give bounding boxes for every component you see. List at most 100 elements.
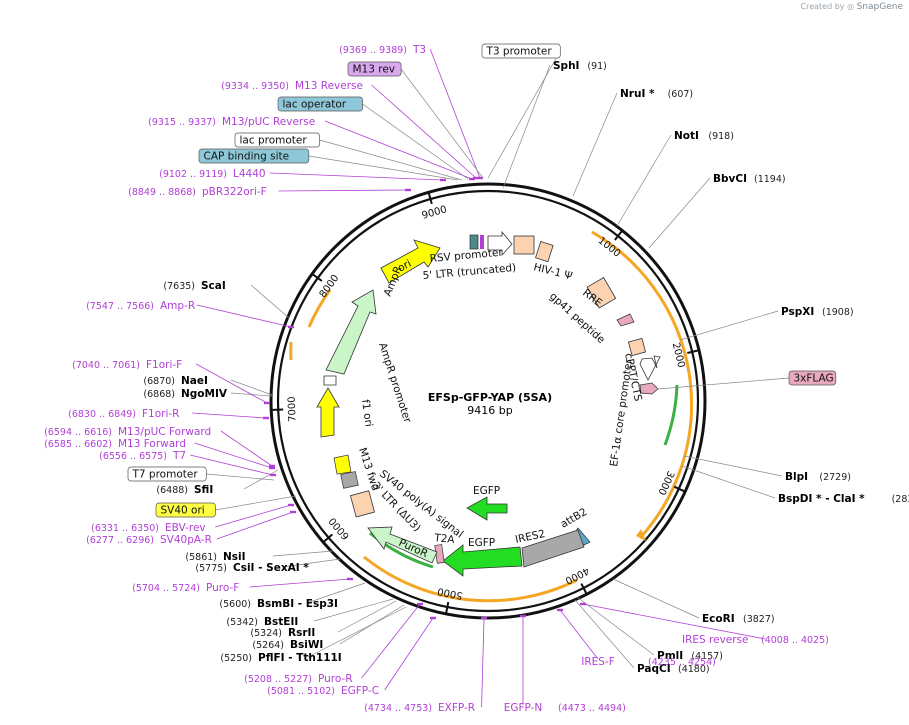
primer-leader-line — [269, 172, 444, 181]
site-leader-line — [306, 582, 366, 604]
primer-name: EBV-rev — [165, 522, 206, 534]
primer-leader-line — [249, 578, 351, 588]
ires2-block — [521, 529, 585, 568]
primer-leader-line — [215, 504, 292, 528]
feature-box-label: CAP binding site — [204, 151, 290, 163]
site-name: BstEII — [264, 616, 298, 628]
primer-leader-line — [196, 304, 292, 328]
primer-tick — [288, 325, 294, 329]
primer-leader-line — [192, 412, 267, 419]
primer-range: (6585 .. 6602) — [44, 439, 112, 450]
amp-orange-arc — [307, 289, 332, 328]
feature-label-f1ori: f1 ori — [359, 399, 375, 428]
feature-label-amp-promoter: AmpR promoter — [376, 341, 413, 425]
feature-box-label: SV40 ori — [161, 505, 205, 517]
box-leader-line — [400, 68, 484, 179]
primer-name: Puro-F — [206, 582, 239, 594]
feature-label-ori: ori — [396, 258, 414, 275]
primer-name: IRES-F — [581, 656, 615, 668]
site-leader-line — [337, 600, 397, 633]
m13fwd-arrow — [333, 454, 352, 475]
primer-range: (7040 .. 7061) — [72, 360, 140, 371]
primer-leader-line — [220, 430, 273, 467]
site-position: (6870) — [143, 376, 175, 387]
ef1a-orange-arc — [591, 230, 694, 540]
primer-range: (5704 .. 5724) — [132, 583, 200, 594]
tick-mark — [580, 583, 589, 596]
primer-name: IRES reverse — [682, 634, 749, 646]
feature-box — [234, 132, 320, 148]
feature-label-egfp-upper: EGFP — [473, 485, 500, 497]
leader-lines — [190, 48, 790, 708]
primer-name: F1ori-F — [146, 359, 182, 371]
ltr3-block — [349, 490, 375, 518]
site-name: PflFI - Tth111I — [258, 652, 342, 664]
box-leader-line — [487, 50, 561, 179]
site-position: (4180) — [678, 664, 710, 675]
ef1a-promoter-arrow — [639, 355, 661, 381]
site-name: BbvCI — [713, 173, 747, 185]
site-leader-line — [282, 558, 341, 568]
site-position: (5324) — [250, 628, 282, 639]
primer-leader-line — [559, 609, 599, 660]
primer-range: (6556 .. 6575) — [99, 451, 167, 462]
primer-leader-line — [324, 120, 473, 180]
tick-label: 9000 — [421, 204, 448, 222]
site-name: NsiI — [223, 551, 246, 563]
feature-label-t2a: T2A — [433, 532, 456, 546]
primer-tick — [477, 176, 483, 180]
primer-tick — [263, 416, 269, 420]
site-position: (5600) — [219, 599, 251, 610]
primer-tick — [269, 466, 275, 470]
feature-box-label: T3 promoter — [486, 46, 553, 58]
site-leader-line — [574, 599, 635, 669]
site-leader-line — [576, 596, 655, 656]
primer-leader-line — [278, 189, 409, 192]
primer-tick — [520, 614, 526, 618]
tick-mark — [321, 533, 334, 544]
primer-leader-line — [429, 48, 481, 179]
primer-tick — [440, 178, 446, 182]
primer-tick — [290, 510, 296, 514]
primer-leader-line — [194, 442, 273, 469]
egfp-upper-arrow — [466, 496, 508, 521]
gp41-arrow — [616, 313, 635, 327]
site-leader-line — [250, 284, 290, 319]
site-name: RsrII — [288, 627, 315, 639]
site-position: (7635) — [163, 281, 195, 292]
site-name: CsiI - SexAI * — [233, 562, 309, 574]
tick-mark — [687, 349, 701, 354]
primer-range: (6830 .. 6849) — [68, 409, 136, 420]
f1ori-arrow — [316, 387, 340, 438]
feature-label-ltr5: 5' LTR (truncated) — [422, 262, 516, 282]
site-leader-line — [502, 64, 551, 189]
credit-prefix: Created by — [800, 2, 845, 11]
primer-name: EGFP-C — [341, 685, 379, 697]
site-position: (3827) — [743, 614, 775, 625]
primer-range: (5081 .. 5102) — [267, 686, 335, 697]
primer-name: SV40pA-R — [160, 534, 212, 546]
feature-box — [788, 370, 837, 386]
tick-mark — [310, 272, 323, 282]
feature-label-puror: PuroR — [397, 537, 430, 560]
feature-label-attb2: attB2 — [559, 506, 590, 531]
primer-name: EXFP-R — [438, 702, 475, 714]
primer-tick — [347, 577, 353, 581]
box-leader-line — [319, 139, 463, 181]
tick-label: 3000 — [655, 469, 676, 497]
tick-label: 8000 — [318, 273, 342, 300]
tick-label: 1000 — [596, 235, 623, 259]
site-position: (5861) — [185, 552, 217, 563]
primer-tick — [264, 401, 270, 405]
feature-box — [277, 96, 363, 112]
primer-range: (9315 .. 9337) — [148, 117, 216, 128]
puror-orange-arc — [363, 555, 578, 603]
primer-range: (4008 .. 4025) — [761, 635, 829, 646]
primer-tick — [288, 503, 294, 507]
feature-box — [127, 466, 207, 482]
primer-name: M13/pUC Reverse — [222, 116, 315, 128]
primer-name: T7 — [172, 450, 186, 462]
plasmid-name: EFSp-GFP-YAP (5SA) — [428, 391, 552, 404]
site-leader-line — [230, 379, 273, 396]
